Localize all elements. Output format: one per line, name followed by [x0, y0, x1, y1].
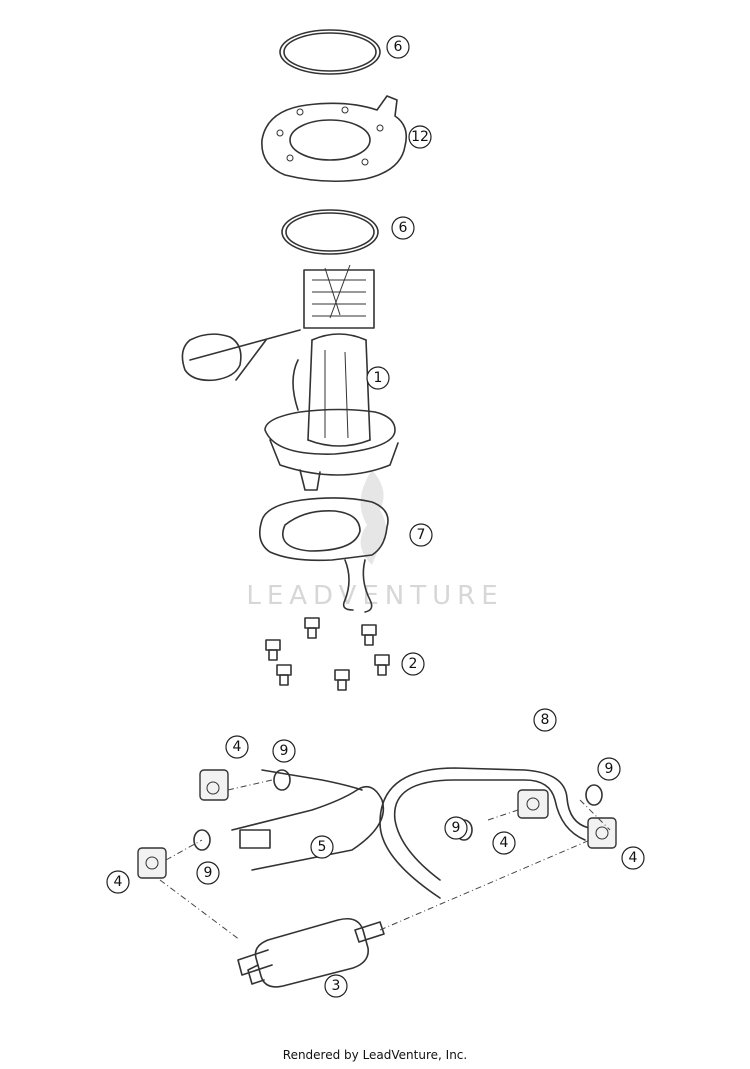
svg-text:4: 4	[233, 739, 242, 755]
part-fuel-pump[interactable]	[181, 264, 399, 491]
svg-text:3: 3	[332, 978, 341, 994]
callout-6-mid[interactable]: 6	[391, 216, 415, 240]
svg-text:9: 9	[204, 865, 213, 881]
callout-12[interactable]: 12	[408, 125, 432, 149]
svg-text:9: 9	[452, 820, 461, 836]
svg-text:5: 5	[318, 839, 327, 855]
part-flange-plate[interactable]	[261, 95, 408, 183]
part-coupler-right[interactable]	[587, 817, 617, 849]
callout-5[interactable]: 5	[310, 835, 334, 859]
part-fuel-filter[interactable]	[237, 917, 385, 988]
svg-text:2: 2	[409, 656, 418, 672]
watermark-text: LEADVENTURE	[246, 581, 503, 611]
callout-2[interactable]: 2	[401, 652, 425, 676]
part-coupler-left-top[interactable]	[199, 769, 229, 801]
svg-text:8: 8	[541, 712, 550, 728]
callout-4-mid[interactable]: 4	[492, 831, 516, 855]
part-hose-left[interactable]	[231, 769, 385, 871]
svg-text:4: 4	[114, 874, 123, 890]
callout-6-top[interactable]: 6	[386, 35, 410, 59]
footer-credit: Rendered by LeadVenture, Inc.	[282, 1048, 468, 1062]
callout-4-right[interactable]: 4	[621, 846, 645, 870]
part-bolts[interactable]	[265, 617, 390, 691]
callout-9-left-top[interactable]: 9	[272, 739, 296, 763]
connection-lines	[159, 779, 611, 941]
callout-7[interactable]: 7	[409, 523, 433, 547]
callout-9-left[interactable]: 9	[196, 861, 220, 885]
callout-8[interactable]: 8	[533, 708, 557, 732]
part-oring-top[interactable]	[279, 29, 381, 75]
svg-text:6: 6	[394, 39, 403, 55]
part-gasket[interactable]	[259, 497, 389, 613]
svg-text:12: 12	[411, 129, 429, 145]
callout-1[interactable]: 1	[366, 366, 390, 390]
part-hose-right[interactable]	[379, 767, 590, 899]
part-oring-middle[interactable]	[281, 209, 379, 255]
callout-4-left-top[interactable]: 4	[225, 735, 249, 759]
svg-text:9: 9	[280, 743, 289, 759]
watermark-flame-icon	[360, 470, 386, 565]
svg-text:6: 6	[399, 220, 408, 236]
part-coupler-mid[interactable]	[517, 789, 549, 819]
callout-4-left[interactable]: 4	[106, 870, 130, 894]
part-coupler-left[interactable]	[137, 847, 167, 879]
svg-text:7: 7	[417, 527, 426, 543]
svg-text:4: 4	[629, 850, 638, 866]
callout-9-right-top[interactable]: 9	[597, 757, 621, 781]
watermark: LEADVENTURE	[246, 470, 503, 611]
svg-text:9: 9	[605, 761, 614, 777]
svg-text:1: 1	[374, 370, 383, 386]
callout-9-mid[interactable]: 9	[444, 816, 468, 840]
callout-3[interactable]: 3	[324, 974, 348, 998]
svg-text:4: 4	[500, 835, 509, 851]
